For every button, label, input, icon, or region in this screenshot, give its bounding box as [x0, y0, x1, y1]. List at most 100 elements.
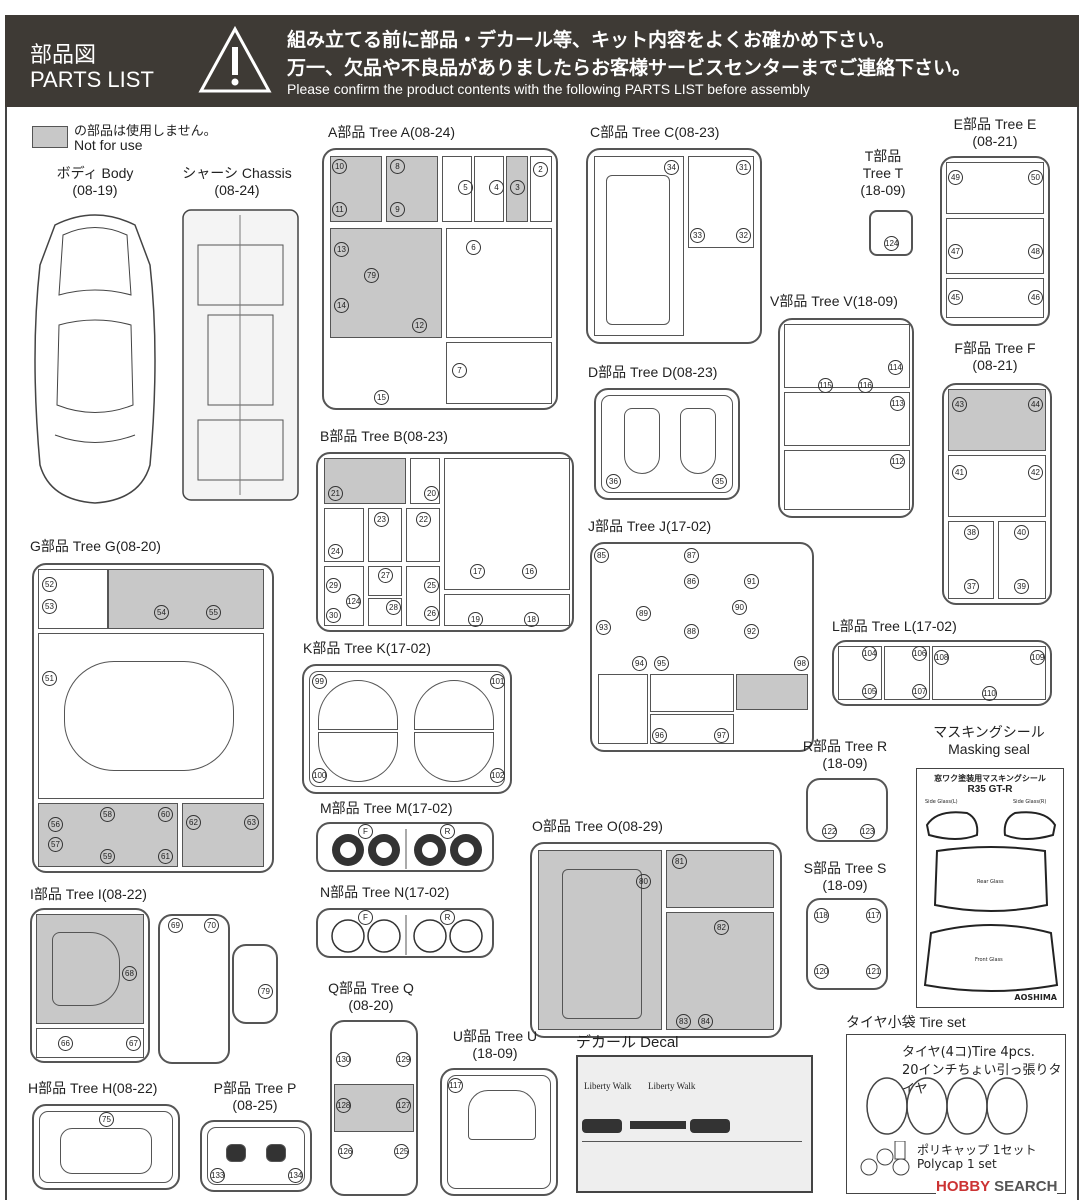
tree-f-cell [948, 455, 1046, 517]
tree-s-title-l1: S部品 Tree S [803, 860, 887, 876]
part-number: 3 [510, 180, 525, 195]
part-number: 27 [378, 568, 393, 583]
part-number: 69 [168, 918, 183, 933]
seal-front: Front Glass [975, 957, 1003, 963]
tree-d-title: D部品 Tree D(08-23) [588, 364, 718, 380]
part-number: 124 [346, 594, 361, 609]
tree-f-title-l2: (08-21) [972, 357, 1018, 373]
body-name: ボディ Body [56, 165, 134, 181]
tire-set-box: タイヤ(4コ)Tire 4pcs. 20インチちょい引っ張りタイヤ ポリキャップ… [846, 1034, 1066, 1194]
part-number: 35 [712, 474, 727, 489]
tree-o: 80 81 82 83 84 [530, 842, 782, 1038]
tree-v: 114 115 116 113 112 [778, 318, 914, 518]
part-number: 30 [326, 608, 341, 623]
part-number: 100 [312, 768, 327, 783]
part-number: 4 [489, 180, 504, 195]
tree-h-inner [39, 1111, 173, 1183]
part-number: 23 [374, 512, 389, 527]
tree-c: 34 31 33 32 [586, 148, 762, 344]
part-number: 96 [652, 728, 667, 743]
part-number: 97 [714, 728, 729, 743]
tree-q: 130 129 128 127 126 125 [330, 1020, 418, 1196]
part-number: 130 [336, 1052, 351, 1067]
part-number: 109 [1030, 650, 1045, 665]
rear-label: R [440, 910, 455, 925]
tree-t-title: T部品 Tree T (18-09) [858, 148, 908, 199]
seal-side-l: Side Glass(L) [925, 799, 958, 805]
tree-c-title: C部品 Tree C(08-23) [590, 124, 720, 140]
part-number: 129 [396, 1052, 411, 1067]
tree-s-title: S部品 Tree S (18-09) [790, 860, 900, 894]
part-number: 60 [158, 807, 173, 822]
legend-text-en: Not for use [74, 137, 143, 153]
part-number: 112 [890, 454, 905, 469]
tree-a-cell [446, 228, 552, 338]
part-number: 40 [1014, 525, 1029, 540]
hobby-search-watermark: HOBBY SEARCH [936, 1178, 1058, 1196]
tree-p-title-l1: P部品 Tree P [213, 1080, 297, 1096]
chassis-title: シャーシ Chassis (08-24) [172, 165, 302, 199]
part-number: 31 [736, 160, 751, 175]
part-number: 6 [466, 240, 481, 255]
watermark-brand-b: SEARCH [989, 1178, 1058, 1195]
part-number: 126 [338, 1144, 353, 1159]
tree-g: 52 53 54 55 51 56 58 60 57 59 61 62 63 [32, 563, 274, 873]
part-number: 127 [396, 1098, 411, 1113]
decal-liberty-walk: Liberty Walk [584, 1081, 632, 1091]
seat-drawing [680, 408, 716, 474]
tree-l: 104 106 108 109 105 107 110 [832, 640, 1052, 706]
part-number: 15 [374, 390, 389, 405]
part-number: 101 [490, 674, 505, 689]
polycap-line-2: Polycap 1 set [917, 1157, 997, 1171]
part-number: 8 [390, 159, 405, 174]
tree-h-title: H部品 Tree H(08-22) [28, 1080, 158, 1096]
part-number: 56 [48, 817, 63, 832]
part-number: 91 [744, 574, 759, 589]
tree-e-cell [946, 162, 1044, 214]
polycap-drawing [860, 1141, 910, 1176]
part-number: 29 [326, 578, 341, 593]
tree-t-title-l1: T部品 [864, 148, 902, 164]
part-number: 41 [952, 465, 967, 480]
hood-drawing [52, 932, 120, 1006]
tree-u-inner [447, 1075, 551, 1189]
part-number: 42 [1028, 465, 1043, 480]
part-number: 83 [676, 1014, 691, 1029]
tree-e-title: E部品 Tree E (08-21) [940, 116, 1050, 150]
chassis-code: (08-24) [214, 182, 260, 198]
decal-line [582, 1141, 802, 1142]
part-number: 32 [736, 228, 751, 243]
part-number: 20 [424, 486, 439, 501]
tree-i: 68 66 67 [30, 908, 150, 1063]
part-number: 26 [424, 606, 439, 621]
polycap-line-1: ポリキャップ 1セット [917, 1143, 1037, 1157]
part-number: 110 [982, 686, 997, 701]
tree-h: 75 [32, 1104, 180, 1190]
tree-e-cell [946, 218, 1044, 274]
tree-m-title: M部品 Tree M(17-02) [320, 800, 453, 816]
bumper-drawing [60, 1128, 152, 1174]
part-number: 2 [533, 162, 548, 177]
tree-o-title: O部品 Tree O(08-29) [532, 818, 663, 834]
tree-d: 36 35 [594, 388, 740, 500]
seat-drawing [624, 408, 660, 474]
part-number: 58 [100, 807, 115, 822]
tree-b: 21 20 17 16 24 23 22 27 29 124 25 30 28 … [316, 452, 574, 632]
part-number: 9 [390, 202, 405, 217]
wheel-drawings [332, 829, 482, 869]
tire-set-title: タイヤ小袋 Tire set [846, 1014, 966, 1030]
tree-m: F R [316, 822, 494, 872]
tree-k-inner [309, 671, 505, 787]
decal-mark [630, 1121, 686, 1129]
tree-u: 117 [440, 1068, 558, 1196]
part-number: 66 [58, 1036, 73, 1051]
tree-u-title: U部品 Tree U (18-09) [440, 1028, 550, 1062]
header-title-ja: 部品図 [30, 43, 97, 68]
tree-g-cell [108, 569, 264, 629]
decal-sheet: Liberty Walk Liberty Walk [576, 1055, 813, 1193]
warning-line-3: Please confirm the product contents with… [287, 81, 810, 97]
part-number: 115 [818, 378, 833, 393]
part-number: 108 [934, 650, 949, 665]
page-frame [5, 107, 1079, 1200]
part-number: 5 [458, 180, 473, 195]
